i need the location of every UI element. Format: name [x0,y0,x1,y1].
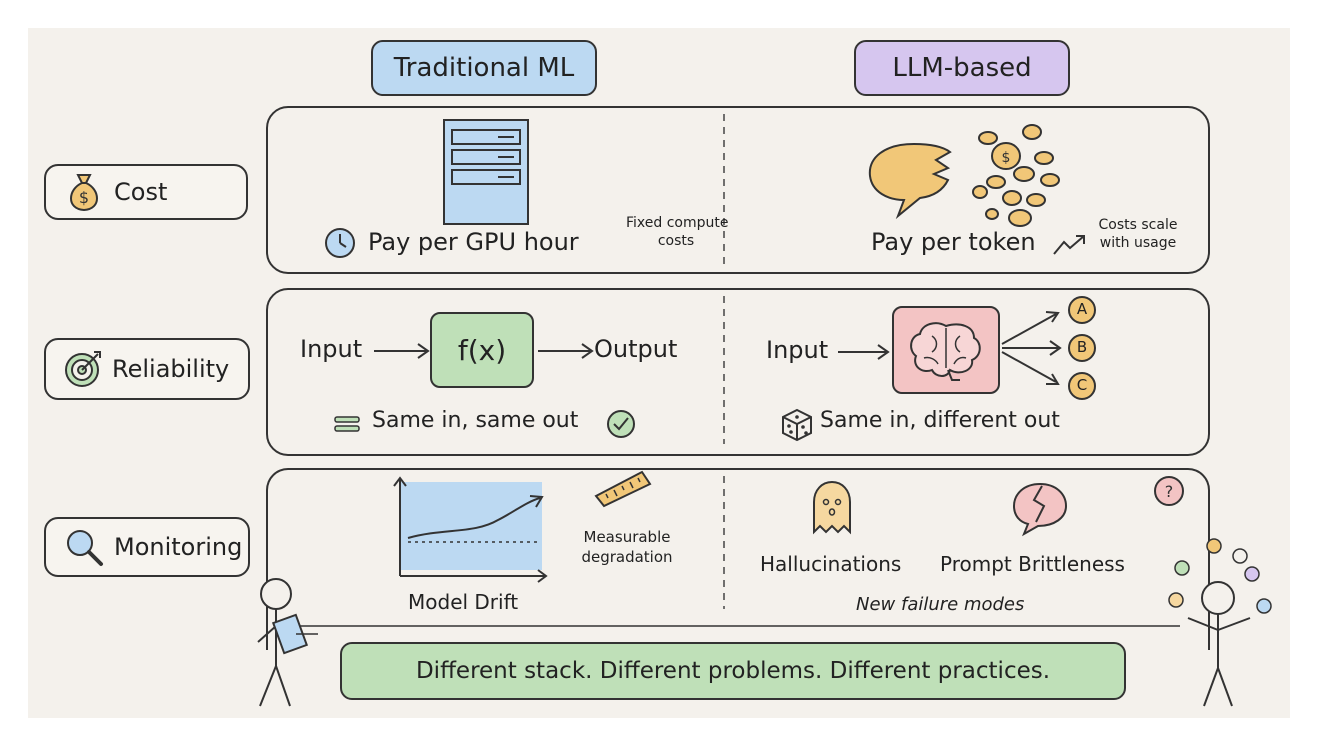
question-mark: ? [1165,482,1174,501]
reliability-ml-input: Input [300,335,363,363]
output-b: B [1076,338,1088,356]
header-llm-based: LLM-based [854,40,1070,96]
model-box [892,306,1000,394]
coin-icon [1022,124,1042,140]
coin-icon [1034,151,1054,165]
drift-chart [393,476,548,583]
trend-up-icon [1053,235,1085,255]
juggle-ball [1206,538,1222,554]
column-divider [723,114,725,609]
monitoring-ml-note-line1: Measurable [583,528,671,546]
clock-icon [325,228,355,258]
reliability-ml-output: Output [594,335,678,363]
ghost-icon [813,480,851,535]
coin-icon [1008,209,1032,227]
monitoring-llm-item1: Hallucinations [760,552,902,576]
panel-cost [266,106,1210,274]
row-label-monitoring-text: Monitoring [114,533,243,561]
function-box: f(x) [430,312,534,388]
coin-icon [991,142,1021,170]
coin-icon [978,131,998,145]
coin-symbol: $ [1002,150,1011,166]
output-a: A [1076,300,1088,318]
coin-icon [986,175,1006,189]
dice-icon [782,408,812,442]
row-label-cost-text: Cost [114,178,168,206]
coin-icon [1013,166,1035,182]
check-circle-icon [607,410,635,438]
cost-ml-note-line1: Fixed compute [626,215,729,231]
coin-icon [972,185,988,199]
reliability-llm-input: Input [766,336,829,364]
brain-icon [910,322,981,381]
coin-icons: $ [972,124,1060,227]
diagram-canvas: Traditional ML LLM-based $ Cost Reliabil… [28,28,1290,718]
cost-ml-label: Pay per GPU hour [368,228,579,256]
row-label-reliability: Reliability [44,338,250,400]
cost-llm-note-line2: with usage [1099,235,1177,251]
row-label-reliability-text: Reliability [112,355,230,383]
ruler-icon [594,470,652,508]
broken-speech-bubble-icon [1012,482,1068,537]
branch-arrows [1001,311,1062,385]
row-label-cost: $ Cost [44,164,248,220]
footer-text: Different stack. Different problems. Dif… [415,658,1051,684]
equals-icon [334,416,360,432]
monitoring-llm-label: New failure modes [856,594,1025,615]
output-bubbles [1068,296,1096,400]
juggle-ball [1174,560,1190,576]
cost-ml-note-line2: costs [657,233,695,249]
monitoring-ml-label: Model Drift [408,590,519,614]
magnifier-icon [67,530,103,566]
arrow [374,343,430,359]
stick-figure-clipboard [257,578,318,707]
panel-reliability [266,288,1210,456]
juggle-ball [1168,592,1184,608]
money-bag-icon: $ [70,174,98,212]
monitoring-ml-note-line2: degradation [581,548,673,566]
server-icon [443,119,529,225]
cost-llm-label: Pay per token [871,228,1036,256]
monitoring-llm-item2: Prompt Brittleness [940,552,1125,576]
arrow [838,344,890,360]
stick-figure-juggler [1168,538,1272,707]
question-bubble-icon: ? [1154,476,1184,506]
juggle-ball [1244,566,1260,582]
output-c: C [1076,376,1088,394]
footer-banner: Different stack. Different problems. Dif… [340,642,1126,700]
coin-icon [985,208,999,220]
panel-monitoring [266,468,1210,650]
coin-icon [1040,173,1060,187]
chat-bubble-icon [868,142,952,220]
target-icon [65,351,101,387]
svg-text:$: $ [79,188,89,207]
cost-llm-note-line1: Costs scale [1098,217,1178,233]
coin-icon [1026,193,1046,207]
footer-line [300,625,1180,627]
reliability-ml-function: f(x) [457,333,507,367]
reliability-ml-caption: Same in, same out [372,408,579,433]
coin-icon [1002,190,1022,206]
header-traditional-ml: Traditional ML [371,40,597,96]
arrow [538,343,594,359]
row-label-monitoring: Monitoring [44,517,250,577]
juggle-ball [1232,548,1248,564]
juggle-ball [1256,598,1272,614]
reliability-llm-caption: Same in, different out [820,408,1060,433]
